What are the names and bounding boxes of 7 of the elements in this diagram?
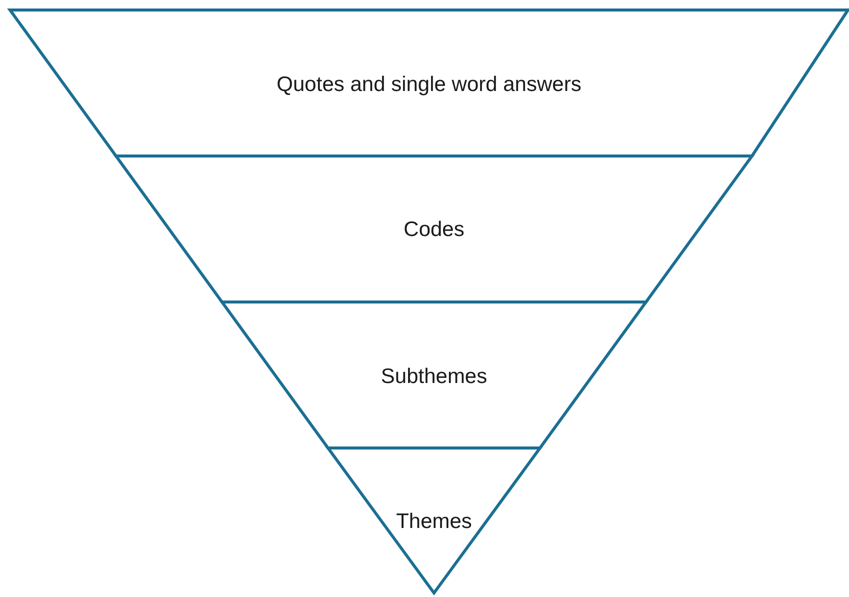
band-label: Themes (396, 510, 472, 534)
band-label: Quotes and single word answers (276, 73, 582, 97)
funnel-band (116, 156, 752, 302)
funnel-band (222, 302, 646, 448)
band-label: Subthemes (380, 365, 488, 389)
band-label: Codes (404, 218, 464, 242)
funnel-band (10, 10, 848, 156)
